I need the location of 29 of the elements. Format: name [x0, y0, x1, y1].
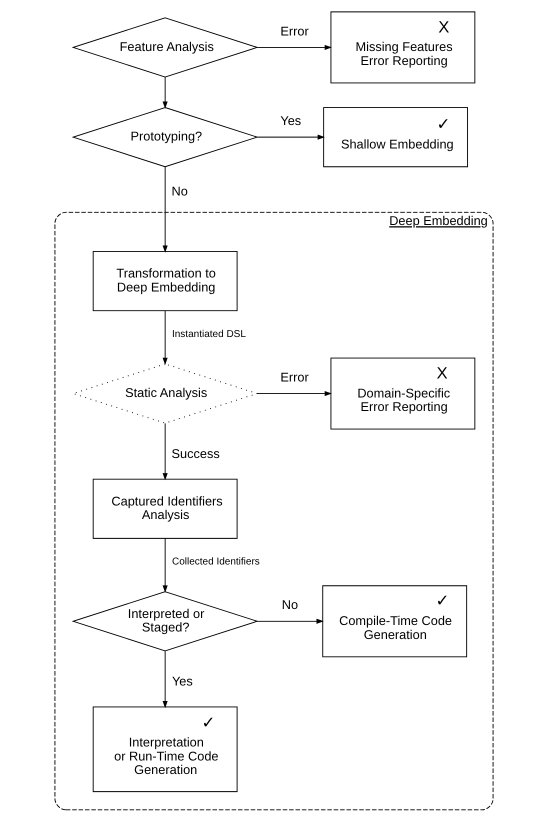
arrow: [162, 422, 168, 480]
node-box: Transformation to Deep Embedding: [92, 251, 238, 312]
node-box: ✓ Shallow Embedding: [322, 107, 468, 168]
arrow: [256, 44, 332, 50]
arrow: [256, 391, 332, 396]
edge-label: Instantiated DSL: [171, 328, 246, 340]
node-box: ✓ Interpretation or Run-Time Code Generation: [92, 706, 238, 792]
edge-label: Success: [171, 446, 220, 461]
edge-label: Yes: [280, 113, 301, 128]
edge-label: Collected Identifiers: [171, 556, 260, 568]
edge-label: Yes: [171, 674, 192, 689]
arrow: [162, 76, 168, 109]
node-diamond: Feature Analysis: [71, 17, 258, 78]
arrow: [162, 310, 168, 365]
node-diamond: Prototyping?: [71, 107, 258, 168]
node-box: X Missing Features Error Reporting: [330, 11, 475, 84]
arrow: [162, 538, 168, 593]
edge-label: No: [171, 184, 188, 199]
node-box: Captured Identifiers Analysis: [92, 478, 238, 539]
node-diamond: Interpreted or Staged?: [71, 591, 258, 652]
edge-label: No: [281, 597, 298, 612]
edge-label: Error: [280, 369, 308, 384]
arrow: [256, 618, 324, 624]
node-box: X Domain-Specific Error Reporting: [330, 358, 475, 430]
arrow: [162, 650, 168, 708]
arrow: [256, 134, 324, 140]
arrow: [162, 166, 168, 253]
edge-label: Error: [280, 23, 308, 38]
node-box: ✓ Compile-Time Code Generation: [322, 585, 467, 658]
